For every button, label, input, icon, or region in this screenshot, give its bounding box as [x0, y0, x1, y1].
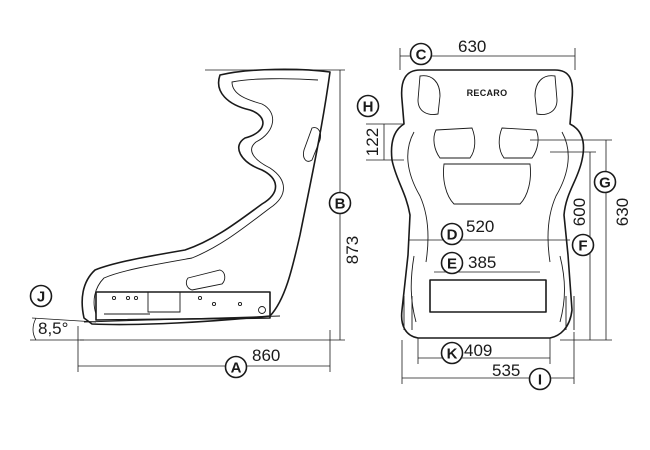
dim-length-text: 860 [252, 346, 280, 365]
side-view: A B J 860 873 8,5° [29, 68, 362, 379]
front-left-head-wing [417, 75, 441, 115]
svg-text:G: G [599, 175, 611, 192]
svg-text:H: H [363, 99, 374, 116]
dim-height-630-text: 630 [613, 198, 632, 226]
badge-d: D [440, 222, 464, 246]
badge-a: A [224, 355, 248, 379]
dim-height-text: 873 [343, 236, 362, 264]
front-left-bolster [407, 131, 429, 263]
svg-text:B: B [335, 196, 346, 213]
svg-text:E: E [447, 256, 457, 273]
dim-bottom-width-409-text: 409 [464, 341, 492, 360]
dim-height-600-text: 600 [570, 198, 589, 226]
svg-text:D: D [447, 227, 458, 244]
front-base-rail-left [403, 296, 413, 330]
front-base-rail-right [565, 296, 575, 330]
svg-text:J: J [37, 289, 45, 306]
front-right-head-wing [534, 75, 558, 115]
badge-h: H [356, 94, 380, 118]
dim-angle-text: 8,5° [38, 319, 68, 338]
front-seat-cushion [429, 279, 547, 313]
svg-text:C: C [416, 47, 427, 64]
svg-text:A: A [231, 360, 242, 377]
dim-inner-width-385-text: 385 [468, 253, 496, 272]
badge-j: J [29, 284, 53, 308]
front-back-pad [443, 163, 531, 205]
dim-shoulder-height-text: 122 [363, 128, 382, 156]
svg-text:F: F [578, 238, 587, 255]
svg-text:K: K [447, 346, 458, 363]
badge-i: I [528, 367, 552, 391]
front-right-shoulder-slot [498, 127, 539, 159]
side-harness-slot [303, 127, 321, 162]
dim-bottom-width-535-text: 535 [492, 361, 520, 380]
angle-arc [32, 317, 37, 341]
dim-top-width-text: 630 [458, 37, 486, 56]
side-base-line [83, 315, 281, 323]
dim-inner-width-520-text: 520 [466, 217, 494, 236]
svg-text:I: I [538, 372, 542, 389]
badge-k: K [440, 341, 464, 365]
front-right-bolster [547, 131, 569, 263]
side-bracket-plate [147, 292, 181, 313]
badge-g: G [593, 170, 617, 194]
side-cushion-pad [185, 269, 226, 291]
badge-c: C [409, 42, 433, 66]
front-lower-shell [410, 255, 565, 323]
angle-seat-line [31, 317, 97, 323]
front-view: RECARO C 630 H 122 G F [356, 37, 632, 391]
badge-f: F [571, 233, 595, 257]
side-mounting-bracket [95, 291, 271, 321]
badge-b: B [328, 191, 352, 215]
side-bracket-holes [111, 295, 266, 314]
badge-e: E [440, 251, 464, 275]
front-logo: RECARO [467, 88, 508, 98]
front-left-shoulder-slot [433, 127, 476, 159]
side-seat-outline [81, 68, 331, 326]
side-seat-inner-contour [93, 78, 319, 315]
